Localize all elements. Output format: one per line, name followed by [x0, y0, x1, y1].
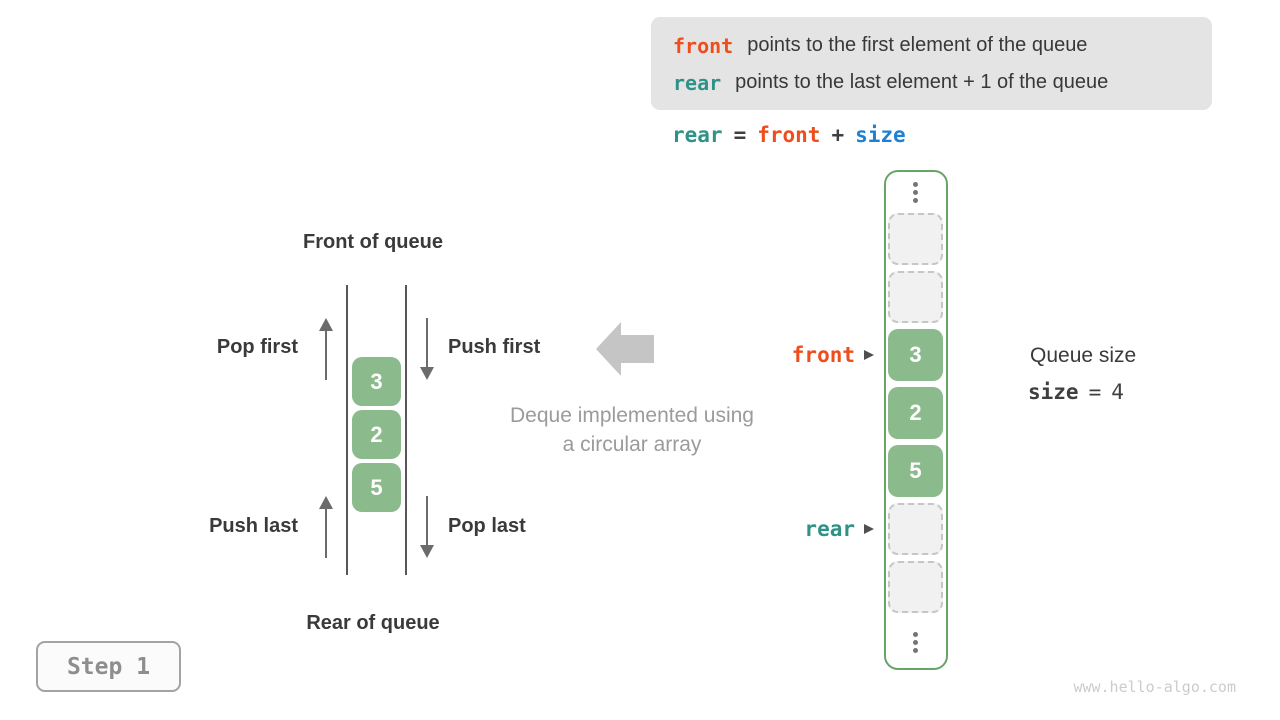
- deque-element: 3: [352, 357, 401, 406]
- step-badge: Step 1: [36, 641, 181, 692]
- array-cell-empty: [888, 561, 943, 613]
- keyword-front: front: [673, 33, 734, 58]
- push-first-label: Push first: [448, 336, 541, 358]
- size-variable: size: [1028, 380, 1079, 404]
- array-cell-empty: [888, 271, 943, 323]
- caption: Deque implemented using a circular array: [482, 401, 782, 459]
- deque-right-wall: [405, 285, 407, 575]
- pop-first-label: Pop first: [216, 336, 298, 358]
- keyword-rear: rear: [673, 70, 722, 95]
- front-pointer: front: [700, 342, 874, 368]
- arrow-up-icon: [319, 496, 333, 558]
- rear-of-queue-label: Rear of queue: [306, 612, 440, 634]
- block-arrow-left-icon: [596, 322, 621, 376]
- array-cell-empty: [888, 503, 943, 555]
- arrowhead-right-icon: [864, 350, 874, 360]
- rear-pointer-label: rear: [804, 517, 855, 541]
- array-cell-filled: 5: [888, 445, 943, 497]
- formula-token-=: =: [733, 123, 747, 147]
- arrowhead-right-icon: [864, 524, 874, 534]
- arrow-down-icon: [420, 318, 434, 380]
- queue-size-value-line: size = 4: [1028, 380, 1124, 404]
- pop-last-label: Pop last: [448, 515, 526, 537]
- front-of-queue-label: Front of queue: [303, 231, 443, 253]
- formula-token-size: size: [855, 123, 906, 147]
- formula-token-front: front: [757, 123, 821, 147]
- deque-left-wall: [346, 285, 348, 575]
- formula-token-rear: rear: [672, 123, 723, 147]
- info-box-lines: front points to the first element of the …: [651, 17, 1212, 101]
- info-line: front points to the first element of the …: [673, 27, 1212, 64]
- equals-sign: =: [1088, 380, 1102, 404]
- dot: [913, 190, 918, 195]
- dot: [913, 648, 918, 653]
- queue-size-title: Queue size: [1030, 344, 1137, 367]
- dot: [913, 640, 918, 645]
- info-text: points to the first element of the queue: [747, 34, 1088, 56]
- arrow-up-icon: [319, 318, 333, 380]
- size-value: 4: [1111, 380, 1124, 404]
- watermark: www.hello-algo.com: [1073, 678, 1236, 696]
- caption-line-2: a circular array: [562, 433, 702, 456]
- array-cell-filled: 3: [888, 329, 943, 381]
- arrow-down-icon: [420, 496, 434, 558]
- vertical-dots-icon: [913, 182, 918, 203]
- caption-line-1: Deque implemented using: [510, 404, 754, 427]
- rear-pointer: rear: [700, 516, 874, 542]
- dot: [913, 182, 918, 187]
- array-cell-empty: [888, 213, 943, 265]
- info-text: points to the last element + 1 of the qu…: [735, 71, 1109, 93]
- array-cell-filled: 2: [888, 387, 943, 439]
- dot: [913, 198, 918, 203]
- deque-element: 2: [352, 410, 401, 459]
- formula: rear = front + size: [672, 122, 906, 148]
- block-arrow-left-body: [621, 335, 654, 363]
- dot: [913, 632, 918, 637]
- formula-token-+: +: [831, 123, 845, 147]
- front-pointer-label: front: [791, 343, 855, 367]
- info-line: rear points to the last element + 1 of th…: [673, 64, 1212, 101]
- deque-element: 5: [352, 463, 401, 512]
- push-last-label: Push last: [209, 515, 298, 537]
- info-box: front points to the first element of the …: [651, 17, 1212, 110]
- vertical-dots-icon: [913, 632, 918, 653]
